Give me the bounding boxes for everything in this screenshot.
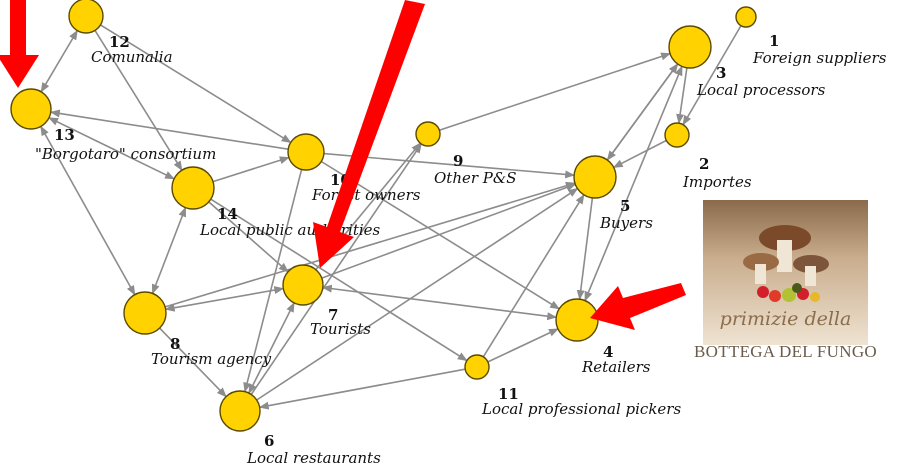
node-2-number: 2 — [699, 155, 709, 173]
edge-11-5 — [482, 193, 585, 358]
node-14-label: Local public authorities — [199, 221, 381, 239]
edge-2-5 — [612, 139, 667, 169]
edge-5-3 — [606, 63, 679, 161]
node-7-number: 7 — [328, 306, 338, 324]
node-3 — [668, 25, 712, 69]
node-7-label: Tourists — [310, 320, 371, 338]
edge-8-6 — [159, 327, 227, 398]
node-12-number: 12 — [109, 33, 130, 51]
edge-14-10 — [212, 156, 290, 183]
node-1 — [735, 6, 757, 28]
mushroom-illustration — [743, 225, 829, 302]
edge-13-8 — [40, 125, 136, 296]
node-7 — [282, 264, 324, 306]
node-6-number: 6 — [264, 432, 274, 450]
node-8 — [123, 291, 167, 335]
node-6-label: Local restaurants — [246, 449, 381, 467]
edge-6-9 — [250, 143, 422, 395]
node-2-label: Importes — [682, 173, 752, 191]
node-8-label: Tourism agency — [151, 350, 272, 368]
node-9 — [415, 121, 441, 147]
logo-photo — [703, 200, 868, 345]
node-13 — [10, 88, 52, 130]
edge-14-11 — [210, 198, 468, 362]
node-8-number: 8 — [170, 335, 180, 353]
highlight-arrow-retailers — [590, 283, 686, 330]
node-5-number: 5 — [620, 197, 630, 215]
node-2 — [664, 122, 690, 148]
edge-11-6 — [258, 368, 466, 410]
logo-name-text: BOTTEGA DEL FUNGO — [694, 342, 877, 361]
node-11-label: Local professional pickers — [481, 400, 681, 418]
edge-6-5 — [256, 187, 579, 401]
node-4 — [555, 298, 599, 342]
edge-8-14 — [151, 206, 187, 295]
node-4-label: Retailers — [581, 358, 651, 376]
nodes-layer — [10, 0, 757, 432]
node-11-number: 11 — [498, 385, 519, 403]
edge-12-14 — [94, 29, 183, 172]
node-9-label: Other P&S — [434, 169, 517, 187]
highlight-arrows — [0, 0, 686, 330]
edge-12-10 — [100, 24, 292, 144]
node-5 — [573, 155, 617, 199]
node-6 — [219, 390, 261, 432]
edge-14-7 — [208, 201, 289, 273]
node-3-number: 3 — [716, 64, 726, 82]
edge-7-6 — [248, 302, 295, 394]
edge-9-3 — [439, 52, 672, 131]
edge-3-2 — [676, 67, 688, 125]
edge-5-4 — [576, 197, 594, 301]
edge-10-4 — [320, 160, 561, 310]
logo-script-text: primizie della — [719, 308, 852, 330]
edge-1-2 — [682, 25, 742, 126]
node-1-label: Foreign suppliers — [752, 49, 887, 67]
node-13-number: 13 — [54, 126, 75, 144]
node-3-label: Local processors — [696, 81, 826, 99]
edge-13-12 — [40, 29, 78, 93]
node-14 — [171, 166, 215, 210]
edge-3-4 — [584, 65, 683, 302]
edge-8-5 — [164, 181, 576, 308]
node-12 — [68, 0, 104, 34]
node-11 — [464, 354, 490, 380]
node-10-label: Forest owners — [311, 186, 421, 204]
node-13-label: "Borgotaro" consortium — [35, 145, 216, 163]
edge-11-4 — [487, 328, 559, 363]
edge-7-5 — [321, 183, 577, 279]
node-14-number: 14 — [217, 205, 238, 223]
node-4-number: 4 — [603, 343, 613, 361]
node-9-number: 9 — [453, 152, 463, 170]
edge-10-13 — [49, 109, 289, 150]
node-5-label: Buyers — [599, 214, 653, 232]
highlight-arrow-consortium — [0, 0, 39, 88]
edge-7-8 — [164, 286, 285, 312]
highlight-arrow-tourists — [313, 0, 425, 268]
edge-7-4 — [321, 284, 558, 321]
bottega-del-fungo-logo: primizie della BOTTEGA DEL FUNGO — [693, 200, 878, 375]
node-10 — [287, 133, 325, 171]
node-1-number: 1 — [769, 32, 779, 50]
node-12-label: Comunalia — [91, 48, 173, 66]
